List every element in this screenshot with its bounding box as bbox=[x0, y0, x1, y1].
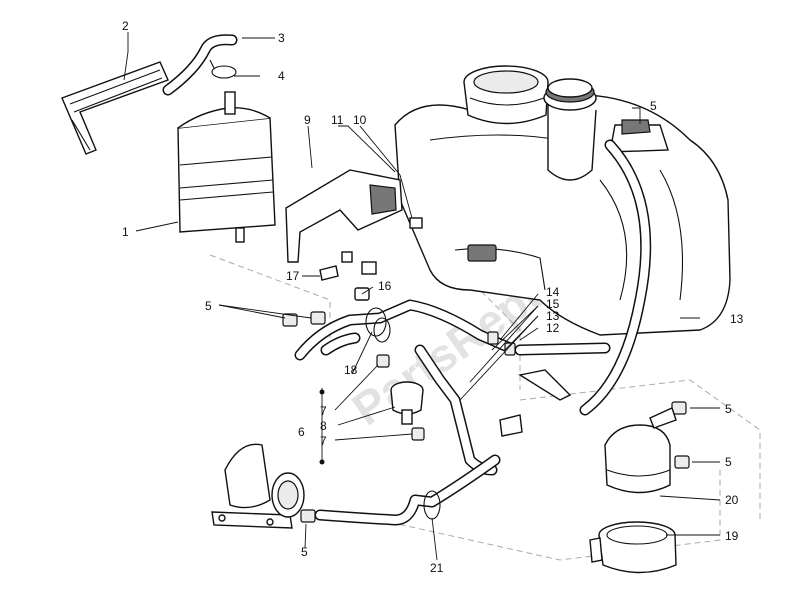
callout-15: 15 bbox=[546, 297, 560, 311]
charcoal-canister bbox=[177, 91, 276, 243]
callout-17: 17 bbox=[286, 269, 300, 283]
callout-5-left: 5 bbox=[205, 299, 212, 313]
callout-8: 8 bbox=[320, 419, 327, 433]
callout-9: 9 bbox=[304, 113, 311, 127]
hose-clamps bbox=[282, 287, 690, 523]
callout-16: 16 bbox=[378, 279, 392, 293]
callout-7-upper: 7 bbox=[320, 404, 327, 418]
filler-cap bbox=[543, 78, 597, 181]
callout-7-lower: 7 bbox=[320, 434, 327, 448]
callout-10: 10 bbox=[353, 113, 367, 127]
hose-21 bbox=[314, 454, 501, 526]
callout-4: 4 bbox=[278, 69, 285, 83]
callout-5-bottom: 5 bbox=[301, 545, 308, 559]
callout-11: 11 bbox=[331, 113, 344, 127]
clamp-19 bbox=[589, 521, 677, 574]
canister-clip bbox=[61, 61, 169, 155]
clamp-4 bbox=[209, 59, 237, 79]
callout-13-center: 13 bbox=[546, 309, 560, 323]
callout-5-right-lower: 5 bbox=[725, 455, 732, 469]
valve-8 bbox=[390, 381, 424, 425]
hose-3 bbox=[162, 34, 238, 96]
callout-5-right-upper: 5 bbox=[725, 402, 732, 416]
callout-labels: 1 2 3 4 5 5 5 5 5 6 7 7 8 9 10 11 12 13 … bbox=[122, 19, 744, 575]
clamp-18 bbox=[365, 307, 391, 343]
callout-6: 6 bbox=[298, 425, 305, 439]
breather-hose-13 bbox=[579, 139, 652, 416]
callout-2: 2 bbox=[122, 19, 129, 33]
callout-13-right: 13 bbox=[730, 312, 744, 326]
callout-19: 19 bbox=[725, 529, 739, 543]
leader-lines bbox=[123, 32, 721, 561]
tank-sensor bbox=[609, 119, 669, 153]
callout-1: 1 bbox=[122, 225, 129, 239]
pump-20 bbox=[604, 407, 677, 494]
callout-20: 20 bbox=[725, 493, 739, 507]
intake-manifold bbox=[211, 443, 305, 529]
callout-5-tank: 5 bbox=[650, 99, 657, 113]
callout-14: 14 bbox=[546, 285, 560, 299]
bracket-12 bbox=[499, 369, 572, 437]
callout-21: 21 bbox=[430, 561, 444, 575]
bracket-9 bbox=[285, 168, 403, 263]
screws-10-11 bbox=[341, 217, 423, 275]
callout-3: 3 bbox=[278, 31, 285, 45]
callout-18: 18 bbox=[344, 363, 358, 377]
callout-12: 12 bbox=[546, 321, 560, 335]
screw-17 bbox=[319, 265, 339, 281]
